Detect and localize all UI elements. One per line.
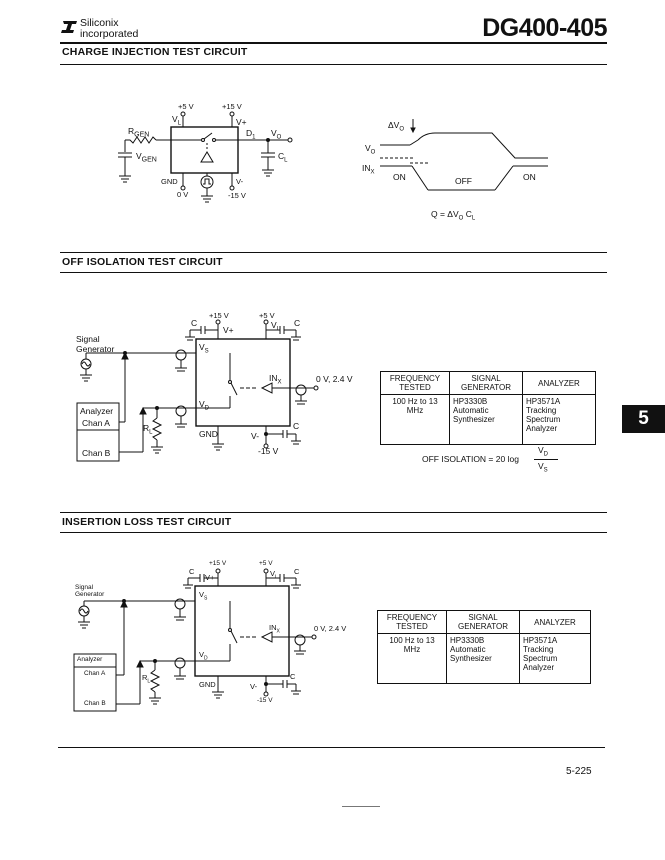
ins-label-p5v: +5 V (259, 560, 273, 567)
footer-rule (58, 747, 605, 748)
table-header-frequency: FREQUENCY TESTED (380, 371, 450, 395)
ins-label-vminus: V- (250, 682, 258, 691)
off-isolation-title: OFF ISOLATION TEST CIRCUIT (62, 256, 223, 268)
ins-table-header-generator: SIGNAL GENERATOR (446, 610, 520, 634)
iso-label-chan-b: Chan B (82, 448, 111, 458)
label-wave-inx: INX (362, 163, 375, 176)
label-wave-vo: VO (365, 143, 376, 156)
ins-label-c3: C (290, 672, 296, 681)
header-rule (60, 42, 607, 44)
ins-table-cell-analyzer: HP3571A Tracking Spectrum Analyzer (519, 633, 591, 684)
iso-label-m15v: -15 V (258, 446, 279, 456)
ins-label-chan-b: Chan B (84, 700, 106, 707)
iso-label-analyzer: Analyzer (80, 406, 114, 416)
section-tab: 5 (622, 405, 665, 433)
ins-label-vs: VS (199, 590, 208, 602)
label-0v: 0 V (177, 190, 189, 199)
iso-label-c3: C (293, 421, 300, 431)
siliconix-logo (61, 21, 77, 33)
table-cell-frequency: 100 Hz to 13 MHz (380, 394, 450, 445)
ins-table-header-analyzer: ANALYZER (519, 610, 591, 634)
ins-label-inx: INX (269, 623, 280, 635)
iso-label-rl: RL (143, 423, 153, 436)
page-number: 5-225 (566, 766, 592, 777)
ins-table-cell-generator: HP3330B Automatic Synthesizer (446, 633, 520, 684)
test-equipment-table: FREQUENCY TESTED SIGNAL GENERATOR ANALYZ… (380, 371, 596, 445)
iso-label-inx: INX (269, 373, 282, 386)
ins-label-vd: VD (199, 650, 208, 662)
iso-label-vplus: V+ (223, 325, 234, 335)
iso-label-signal: Signal (76, 334, 100, 344)
section-rule (60, 64, 607, 65)
ins-label-signal: Signal (75, 584, 94, 591)
label-on-2: ON (523, 172, 536, 182)
label-gnd: GND (161, 177, 178, 186)
section-rule (60, 252, 607, 253)
formula-numerator: VD (538, 445, 549, 458)
iso-label-vs: VS (199, 342, 209, 355)
label-plus5v: +5 V (178, 102, 194, 111)
iso-label-vd: VD (199, 399, 210, 412)
ins-label-chan-a: Chan A (84, 670, 106, 677)
ins-label-rl: RL (142, 673, 151, 685)
ins-label-gnd: GND (199, 680, 216, 689)
ins-label-m15v: -15 V (257, 697, 273, 704)
iso-label-p15v: +15 V (209, 311, 229, 320)
ins-label-vl: VL (270, 569, 278, 581)
label-delta-vo: ΔVO (388, 120, 405, 133)
iso-label-generator: Generator (76, 344, 115, 354)
label-vminus: V- (236, 177, 244, 186)
ins-label-analyzer: Analyzer (77, 656, 103, 663)
iso-label-gnd: GND (199, 429, 218, 439)
ins-label-p15v: +15 V (209, 560, 227, 567)
insertion-test-equipment-table: FREQUENCY TESTED SIGNAL GENERATOR ANALYZ… (377, 610, 591, 684)
ins-label-c2: C (294, 567, 300, 576)
section-rule (60, 272, 607, 273)
bottom-mark (342, 806, 380, 807)
iso-label-vctrl: 0 V, 2.4 V (316, 374, 353, 384)
insertion-loss-title: INSERTION LOSS TEST CIRCUIT (62, 516, 232, 528)
formula-denominator: VS (538, 461, 548, 474)
iso-label-chan-a: Chan A (82, 418, 110, 428)
label-vl: VL (172, 114, 182, 127)
label-rgen: RGEN (128, 126, 150, 139)
label-vplus: V+ (236, 117, 247, 127)
part-number: DG400-405 (482, 14, 607, 42)
iso-label-c2: C (294, 318, 301, 328)
charge-formula: Q = ΔVO CL (431, 209, 476, 222)
table-cell-generator: HP3330B Automatic Synthesizer (449, 394, 523, 445)
label-vo: VO (271, 128, 282, 141)
company-name: Siliconix incorporated (80, 17, 139, 40)
formula-fraction-bar (534, 459, 558, 460)
iso-label-c1: C (191, 318, 198, 328)
label-off: OFF (455, 176, 472, 186)
label-cl: CL (278, 151, 288, 164)
ins-label-generator: Generator (75, 591, 105, 598)
label-d1: D1 (246, 128, 256, 141)
ins-table-header-frequency: FREQUENCY TESTED (377, 610, 447, 634)
label-minus15v: -15 V (228, 191, 246, 200)
label-vgen: VGEN (136, 151, 157, 164)
iso-label-vl: VL (271, 320, 281, 333)
section-rule (60, 532, 607, 533)
section-rule (60, 512, 607, 513)
ins-label-vctrl: 0 V, 2.4 V (314, 624, 347, 633)
table-cell-analyzer: HP3571A Tracking Spectrum Analyzer (522, 394, 596, 445)
label-plus15v: +15 V (222, 102, 242, 111)
ins-label-vplus: V+ (205, 573, 215, 582)
ins-table-cell-frequency: 100 Hz to 13 MHz (377, 633, 447, 684)
ins-label-c1: C (189, 567, 195, 576)
charge-injection-title: CHARGE INJECTION TEST CIRCUIT (62, 46, 248, 58)
iso-label-vminus: V- (251, 431, 260, 441)
label-on-1: ON (393, 172, 406, 182)
iso-label-p5v: +5 V (259, 311, 275, 320)
off-isolation-formula: OFF ISOLATION = 20 log (422, 454, 519, 464)
